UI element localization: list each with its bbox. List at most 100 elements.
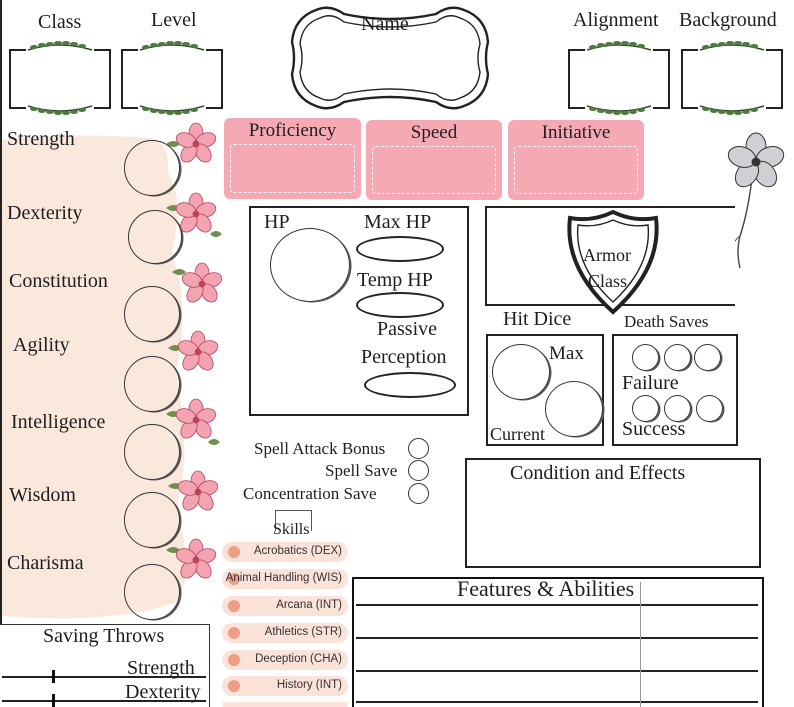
proficiency-label: Proficiency xyxy=(248,120,337,141)
dexterity-score-ring[interactable] xyxy=(128,210,182,264)
conditions-panel[interactable] xyxy=(465,458,761,568)
max-hp-oval[interactable] xyxy=(356,236,444,262)
conditions-title: Condition and Effects xyxy=(510,462,686,484)
passive-label: Passive xyxy=(377,318,437,340)
temp-hp-label: Temp HP xyxy=(357,269,433,291)
perception-label: Perception xyxy=(361,346,447,368)
flower-icon xyxy=(166,538,217,579)
initiative-input-area[interactable] xyxy=(514,146,638,194)
skill-proficiency-dot[interactable] xyxy=(228,654,240,666)
grey-flower-icon xyxy=(727,132,785,269)
skills-title-frame xyxy=(275,510,312,531)
death-saves-label: Death Saves xyxy=(624,312,709,331)
class-sub-label: Class xyxy=(588,271,628,291)
flower-icon xyxy=(166,398,220,445)
skills-title: Skills xyxy=(273,521,310,538)
temp-hp-oval[interactable] xyxy=(356,292,444,318)
current-label: Current xyxy=(490,424,545,444)
alignment-box[interactable] xyxy=(567,38,671,118)
features-divider xyxy=(640,582,641,707)
flower-icon xyxy=(168,470,219,511)
skill-deception[interactable]: Deception (CHA) xyxy=(222,650,348,670)
strength-score-ring[interactable] xyxy=(124,140,180,196)
stat-charisma-label: Charisma xyxy=(7,552,84,574)
spell-save-circle[interactable] xyxy=(408,460,429,481)
saving-throw-dexterity-label: Dexterity xyxy=(125,681,201,703)
saving-throw-tick xyxy=(52,694,55,707)
skill-proficiency-dot[interactable] xyxy=(228,573,240,585)
agility-score-ring[interactable] xyxy=(124,356,180,412)
flower-icon xyxy=(166,192,222,237)
success-label: Success xyxy=(622,418,686,440)
concentration-save-circle[interactable] xyxy=(408,483,429,504)
flower-icon xyxy=(166,122,217,163)
name-label: Name xyxy=(361,13,409,35)
flower-icon xyxy=(172,262,223,303)
stat-wisdom-label: Wisdom xyxy=(9,484,76,506)
skill-proficiency-dot[interactable] xyxy=(228,680,240,692)
alignment-label: Alignment xyxy=(573,9,659,31)
passive-perception-oval[interactable] xyxy=(364,372,456,398)
intelligence-score-ring[interactable] xyxy=(124,424,180,480)
skill-animal-handling[interactable]: Animal Handling (WIS) xyxy=(222,569,348,589)
saving-throw-strength-label: Strength xyxy=(127,657,195,679)
flower-icon xyxy=(168,330,219,371)
failure-check-3[interactable] xyxy=(694,344,721,371)
level-box[interactable] xyxy=(120,38,224,118)
skill-arcana[interactable]: Arcana (INT) xyxy=(222,596,348,616)
max-hp-label: Max HP xyxy=(364,211,432,233)
background-box[interactable] xyxy=(680,38,784,118)
proficiency-input-area[interactable] xyxy=(230,144,355,193)
success-check-2[interactable] xyxy=(664,395,691,422)
skill-next[interactable] xyxy=(222,702,348,707)
features-title: Features & Abilities xyxy=(457,576,635,601)
level-label: Level xyxy=(151,9,197,31)
saving-throws-panel xyxy=(0,624,210,707)
skill-history[interactable]: History (INT) xyxy=(222,676,348,696)
initiative-label: Initiative xyxy=(541,122,611,143)
constitution-score-ring[interactable] xyxy=(124,286,180,342)
skill-name: Deception (CHA) xyxy=(255,653,342,665)
spell-attack-bonus-label: Spell Attack Bonus xyxy=(254,439,386,458)
skill-proficiency-dot[interactable] xyxy=(228,546,240,558)
failure-check-1[interactable] xyxy=(632,344,659,371)
charisma-score-ring[interactable] xyxy=(124,564,180,620)
spell-attack-bonus-circle[interactable] xyxy=(408,438,429,459)
stat-intelligence-label: Intelligence xyxy=(11,411,106,433)
speed-box[interactable]: Speed xyxy=(366,120,502,200)
current-hit-dice-ring[interactable] xyxy=(492,344,550,400)
hp-label: HP xyxy=(264,211,290,233)
stat-strength-label: Strength xyxy=(7,128,75,150)
failure-check-2[interactable] xyxy=(664,344,691,371)
skill-athletics[interactable]: Athletics (STR) xyxy=(222,623,348,643)
features-line xyxy=(356,637,758,639)
class-box[interactable] xyxy=(8,38,112,118)
concentration-save-label: Concentration Save xyxy=(243,484,377,503)
speed-label: Speed xyxy=(410,122,458,143)
features-line xyxy=(356,604,758,606)
failure-label: Failure xyxy=(622,372,679,394)
initiative-box[interactable]: Initiative xyxy=(508,120,644,200)
hp-ring[interactable] xyxy=(270,228,350,302)
saving-throws-title: Saving Throws xyxy=(43,625,165,647)
features-panel[interactable] xyxy=(352,577,764,707)
stat-constitution-label: Constitution xyxy=(9,270,108,292)
skill-proficiency-dot[interactable] xyxy=(228,600,240,612)
success-check-3[interactable] xyxy=(696,395,723,422)
proficiency-box[interactable]: Proficiency xyxy=(224,118,361,199)
name-frame[interactable] xyxy=(286,2,494,114)
background-label: Background xyxy=(679,9,777,31)
max-hit-dice-ring[interactable] xyxy=(545,381,603,437)
shield-icon[interactable] xyxy=(562,208,664,316)
skill-name: Animal Handling (WIS) xyxy=(225,572,342,584)
speed-input-area[interactable] xyxy=(372,146,496,194)
wisdom-score-ring[interactable] xyxy=(124,492,180,548)
stat-agility-label: Agility xyxy=(13,334,70,356)
skill-proficiency-dot[interactable] xyxy=(228,627,240,639)
features-line xyxy=(356,701,758,703)
skill-name: History (INT) xyxy=(276,679,342,691)
success-check-1[interactable] xyxy=(632,395,659,422)
spell-save-label: Spell Save xyxy=(325,461,398,480)
skill-acrobatics[interactable]: Acrobatics (DEX) xyxy=(222,542,348,562)
leaf-wreath-icon xyxy=(681,41,783,115)
